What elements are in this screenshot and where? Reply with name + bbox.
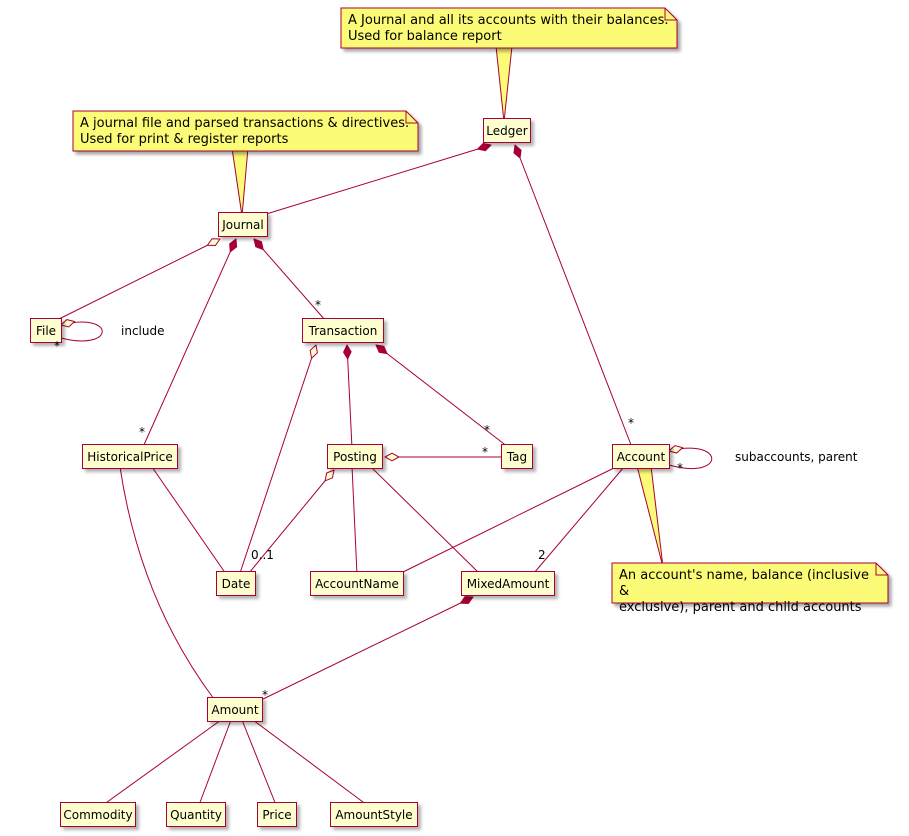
class-posting: Posting <box>327 444 383 469</box>
multiplicity-mixedamount: 2 <box>538 548 546 562</box>
edge-amount-amountstyle <box>252 719 368 806</box>
class-date: Date <box>216 571 256 596</box>
edge-amount-quantity <box>198 719 232 806</box>
class-file: File <box>30 318 62 343</box>
note-account-body <box>611 562 889 604</box>
class-accountname: AccountName <box>310 571 404 596</box>
multiplicity-tag-from-posting: * <box>482 445 488 459</box>
class-transaction: Transaction <box>302 318 384 343</box>
multiplicity-historicalprice: * <box>139 425 145 439</box>
edge-amount-price <box>241 719 277 806</box>
class-amount: Amount <box>207 697 263 722</box>
edge-historicalprice-amount <box>119 466 215 700</box>
edge-posting-accountname <box>351 465 358 576</box>
class-historicalprice: HistoricalPrice <box>82 444 178 469</box>
class-commodity: Commodity <box>60 802 136 827</box>
note-account-shape <box>611 562 889 604</box>
multiplicity-tag-from-transaction: * <box>484 423 490 437</box>
class-amountstyle: AmountStyle <box>330 802 418 827</box>
edge-account-mixedamount <box>533 466 625 574</box>
multiplicity-account-from-ledger: * <box>628 416 634 430</box>
edge-amount-commodity <box>102 719 222 806</box>
edge-account-accountname <box>398 466 617 575</box>
class-price: Price <box>257 802 297 827</box>
note-ledger-shape <box>340 7 678 49</box>
class-account: Account <box>612 444 670 469</box>
edge-label-include: include <box>121 324 165 338</box>
edge-transaction-tag <box>376 345 509 448</box>
multiplicity-file-include: * <box>54 339 60 353</box>
edge-posting-mixedamount <box>369 465 481 575</box>
edge-transaction-posting <box>347 345 353 449</box>
note-account-fold-icon <box>875 563 888 576</box>
edge-transaction-date <box>239 345 316 574</box>
edge-file-self-include <box>61 322 103 342</box>
note-connector-account <box>636 465 664 568</box>
edge-journal-historicalprice <box>142 239 236 448</box>
edge-mixedamount-amount <box>258 597 473 702</box>
edge-posting-date <box>248 470 334 574</box>
multiplicity-account-self: * <box>677 461 683 475</box>
note-ledger-fold-icon <box>664 8 677 21</box>
edge-label-subaccounts-parent: subaccounts, parent <box>735 450 858 464</box>
multiplicity-transaction: * <box>315 298 321 312</box>
class-tag: Tag <box>501 444 533 469</box>
note-journal-body <box>72 110 419 152</box>
note-connector-ledger <box>495 45 513 123</box>
edge-ledger-journal <box>262 145 491 216</box>
edge-ledger-account <box>515 145 634 451</box>
class-mixedamount: MixedAmount <box>461 571 555 596</box>
edge-account-self-subaccounts <box>669 448 712 470</box>
class-ledger: Ledger <box>483 118 531 143</box>
note-journal-fold-icon <box>405 111 418 124</box>
note-ledger-body <box>340 7 678 49</box>
edge-journal-transaction <box>254 239 326 321</box>
note-journal-shape <box>72 110 419 152</box>
note-connector-journal <box>231 147 249 217</box>
class-journal: Journal <box>218 212 268 237</box>
class-quantity: Quantity <box>166 802 226 827</box>
multiplicity-amount: * <box>262 688 268 702</box>
edge-journal-file <box>54 239 220 322</box>
edge-historicalprice-date <box>151 466 227 575</box>
multiplicity-date-from-posting: 0..1 <box>251 548 274 562</box>
